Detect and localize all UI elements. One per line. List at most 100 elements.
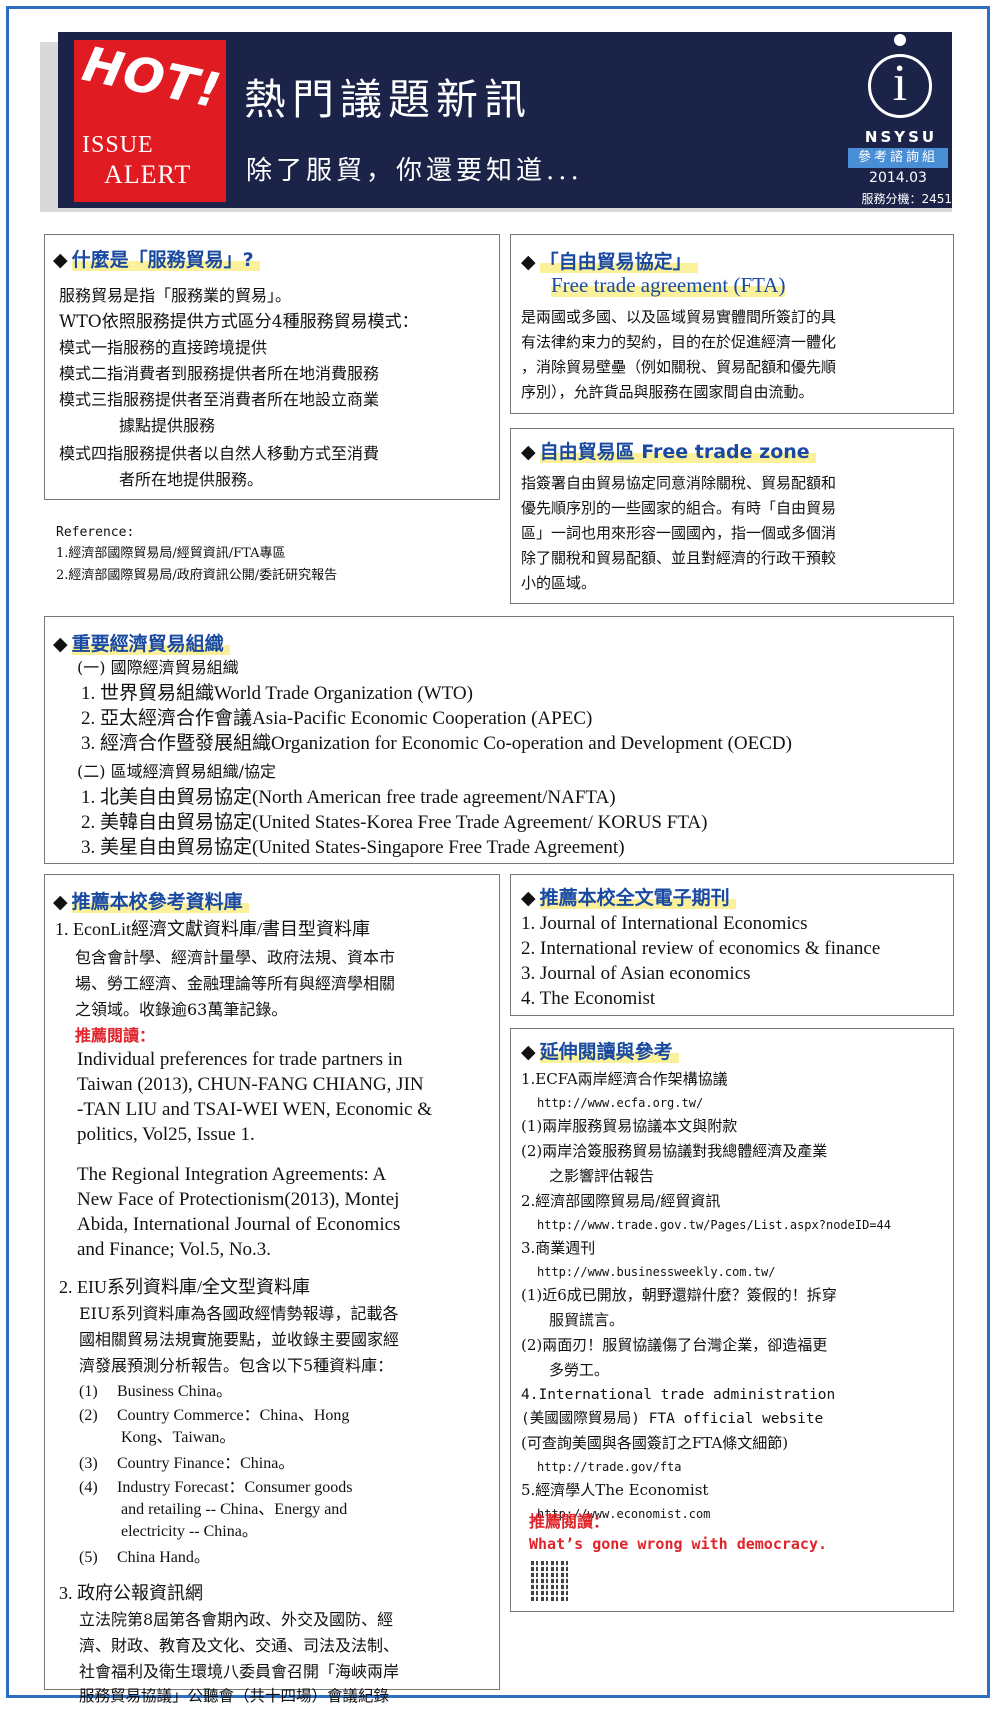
fta-line: 序別），允許貨品與服務在國家間自由流動。 (521, 383, 814, 401)
reference-item: 2.經濟部國際貿易局/政府資訊公開/委託研究報告 (56, 568, 338, 583)
alert-label: ALERT (104, 160, 192, 189)
regional-org-item: 3. 美星自由貿易協定(United States-Singapore Free… (81, 837, 625, 858)
issue-label: ISSUE (82, 132, 154, 158)
fta-title: ◆「自由貿易協定」 (521, 247, 698, 274)
fta-line: 有法律約束力的契約，目的在於促進經濟一體化 (521, 333, 837, 351)
services-trade-line: 服務貿易是指「服務業的貿易」。 (59, 286, 292, 305)
page-title: 熱門議題新訊 (244, 75, 533, 124)
intl-org-item: 3. 經濟合作暨發展組織Organization for Economic Co… (81, 733, 792, 754)
logo-name: NSYSU (864, 128, 938, 146)
further-line: (美國國際貿易局) FTA official website (521, 1411, 824, 1427)
further-line: (可查詢美國與各國簽訂之FTA條文細節) (521, 1434, 789, 1452)
ftz-line: 小的區域。 (521, 574, 597, 592)
further-line: (1)兩岸服務貿易協議本文與附款 (521, 1117, 738, 1135)
gov-desc: 服務貿易協議」公聽會（共十四場）會議紀錄 (79, 1687, 390, 1705)
diamond-icon: ◆ (53, 891, 68, 913)
further-recommend-title[interactable]: What’s gone wrong with democracy. (529, 1535, 828, 1553)
intl-heading: (一) 國際經濟貿易組織 (77, 658, 239, 677)
issue-date: 2014.03 (869, 170, 927, 186)
eiu-item-text: Industry Forecast：Consumer goods (117, 1479, 353, 1496)
hot-issue-alert-badge (74, 40, 226, 202)
eiu-item-text: Country Commerce：China、Hong (117, 1407, 350, 1424)
further-line: 服貿謊言。 (549, 1311, 625, 1329)
journals-title: ◆推薦本校全文電子期刊 (521, 883, 736, 910)
services-trade-line: 模式二指消費者到服務提供者所在地消費服務 (59, 364, 380, 383)
reading-line: New Face of Protectionism(2013), Montej (77, 1189, 400, 1210)
eiu-heading: 2. EIU系列資料庫/全文型資料庫 (59, 1277, 310, 1297)
services-trade-line: 模式四指服務提供者以自然人移動方式至消費 (59, 444, 380, 463)
diamond-icon: ◆ (521, 1041, 536, 1063)
journal-item: 3. Journal of Asian economics (521, 963, 751, 984)
gov-heading: 3. 政府公報資訊網 (59, 1583, 203, 1603)
journal-item: 4. The Economist (521, 988, 656, 1009)
eiu-item-text: China Hand。 (117, 1549, 210, 1566)
intl-org-item: 1. 世界貿易組織World Trade Organization (WTO) (81, 683, 473, 704)
services-trade-line: 模式一指服務的直接跨境提供 (59, 338, 268, 357)
econlit-desc: 包含會計學、經濟計量學、政府法規、資本市 (75, 948, 396, 967)
services-trade-box: ◆什麼是「服務貿易」? 服務貿易是指「服務業的貿易」。 WTO依照服務提供方式區… (44, 234, 500, 500)
reading-line: Taiwan (2013), CHUN-FANG CHIANG, JIN (77, 1074, 424, 1095)
gov-desc: 社會福利及衛生環境八委員會召開「海峽兩岸 (79, 1662, 400, 1681)
department-badge: 參考諮詢組 (848, 148, 948, 168)
page-subtitle: 除了服貿，你還要知道... (246, 156, 583, 186)
eiu-desc: EIU系列資料庫為各國政經情勢報導，記載各 (79, 1304, 399, 1323)
eiu-item-text: electricity -- China。 (121, 1523, 258, 1540)
ftz-line: 指簽署自由貿易協定同意消除關稅、貿易配額和 (521, 474, 837, 492)
further-url[interactable]: http://www.trade.gov.tw/Pages/List.aspx?… (537, 1218, 892, 1232)
ftz-line: 優先順序別的一些國家的組合。有時「自由貿易 (521, 499, 837, 517)
reading-line: Abida, International Journal of Economic… (77, 1214, 401, 1235)
reference-item: 1.經濟部國際貿易局/經貿資訊/FTA專區 (56, 546, 286, 561)
ftz-line: 除了關稅和貿易配額、並且對經濟的行政干預較 (521, 549, 837, 567)
diamond-icon: ◆ (521, 441, 536, 463)
services-trade-line: 模式三指服務提供者至消費者所在地設立商業 (59, 390, 380, 409)
journal-item: 2. International review of economics & f… (521, 938, 881, 959)
further-url[interactable]: http://www.businessweekly.com.tw/ (537, 1265, 776, 1279)
diamond-icon: ◆ (53, 633, 68, 655)
intl-org-item: 2. 亞太經濟合作會議Asia-Pacific Economic Coopera… (81, 708, 593, 729)
logo-dot (894, 34, 906, 46)
fta-box: ◆「自由貿易協定」 Free trade agreement (FTA) 是兩國… (510, 234, 954, 414)
further-url[interactable]: http://www.economist.com (537, 1507, 711, 1521)
databases-box: ◆推薦本校參考資料庫 1. EconLit經濟文獻資料庫/書目型資料庫 包含會計… (44, 874, 500, 1705)
fta-line: ，消除貿易壁壘（例如關稅、貿易配額和優先順 (521, 358, 837, 376)
eiu-item-text: Country Finance：China。 (117, 1455, 295, 1472)
services-trade-title: ◆什麼是「服務貿易」? (53, 245, 260, 272)
eiu-item-text: Kong、Taiwan。 (121, 1429, 236, 1446)
regional-org-item: 1. 北美自由貿易協定(North American free trade ag… (81, 787, 616, 808)
diamond-icon: ◆ (53, 249, 68, 271)
reading-line: The Regional Integration Agreements: A (77, 1164, 387, 1185)
organizations-title: ◆重要經濟貿易組織 (53, 629, 230, 656)
journal-item: 1. Journal of International Economics (521, 913, 808, 934)
econlit-desc: 之領域。收錄逾63萬筆記錄。 (75, 1000, 288, 1019)
organizations-box: ◆重要經濟貿易組織 (一) 國際經濟貿易組織 1. 世界貿易組織World Tr… (44, 616, 954, 864)
reading-line: politics, Vol25, Issue 1. (77, 1124, 255, 1145)
further-line: (2)兩面刃！服貿協議傷了台灣企業，卻造福更 (521, 1336, 828, 1354)
further-recommend-label: 推薦閱讀： (529, 1512, 610, 1531)
reading-line: Individual preferences for trade partner… (77, 1049, 403, 1070)
gov-desc: 立法院第8屆第各會期內政、外交及國防、經 (79, 1610, 394, 1629)
services-trade-line: 據點提供服務 (119, 416, 216, 435)
services-trade-line: 者所在地提供服務。 (119, 470, 264, 489)
fta-subtitle: Free trade agreement (FTA) (551, 273, 786, 297)
ftz-title: ◆自由貿易區 Free trade zone (521, 437, 816, 464)
recommend-label: 推薦閱讀： (75, 1026, 156, 1045)
further-line: 之影響評估報告 (549, 1167, 655, 1185)
further-line: (1)近6成已開放，朝野還辯什麼？簽假的！拆穿 (521, 1286, 837, 1304)
eiu-desc: 國相關貿易法規實施要點，並收錄主要國家經 (79, 1330, 400, 1349)
further-title: ◆延伸閱讀與參考 (521, 1037, 679, 1064)
eiu-desc: 濟發展預測分析報告。包含以下5種資料庫： (79, 1356, 394, 1375)
further-line: 5.經濟學人The Economist (521, 1481, 709, 1499)
diamond-icon: ◆ (521, 887, 536, 909)
nsysu-logo-icon (868, 54, 932, 118)
further-line: 多勞工。 (549, 1361, 610, 1379)
qr-code-icon[interactable] (531, 1561, 571, 1601)
eiu-item-num: (1) (79, 1383, 98, 1400)
further-line: (2)兩岸洽簽服務貿易協議對我總體經濟及產業 (521, 1142, 828, 1160)
regional-heading: (二) 區域經濟貿易組織/協定 (77, 762, 276, 781)
econlit-heading: 1. EconLit經濟文獻資料庫/書目型資料庫 (55, 919, 370, 939)
further-url[interactable]: http://www.ecfa.org.tw/ (537, 1096, 704, 1110)
further-url[interactable]: http://trade.gov/fta (537, 1460, 682, 1474)
services-trade-line: WTO依照服務提供方式區分4種服務貿易模式： (59, 312, 419, 332)
diamond-icon: ◆ (521, 251, 536, 273)
